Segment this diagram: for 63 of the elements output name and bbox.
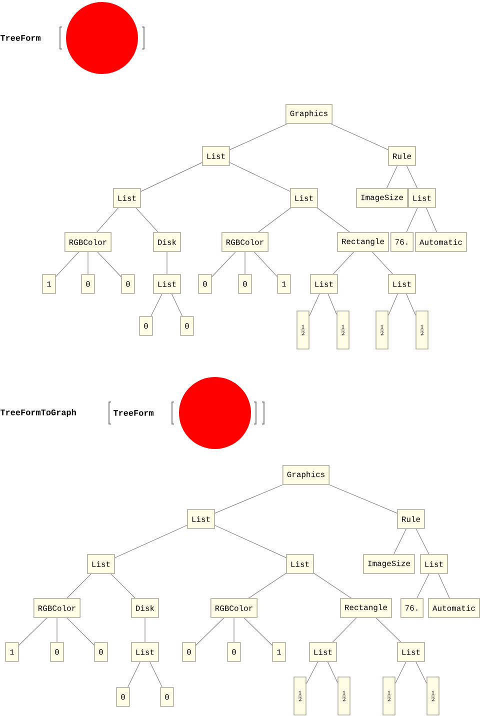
tree-edge <box>327 662 338 683</box>
tree-edge <box>230 124 288 150</box>
tree-edge <box>66 574 92 598</box>
tree-edge <box>314 573 352 598</box>
tree-edge <box>416 574 430 598</box>
tree-edge <box>140 162 202 192</box>
code-text: TreeForm <box>113 410 154 416</box>
tree-edge <box>195 618 224 646</box>
tree-edge <box>244 618 273 646</box>
tree-node-box: $\frac{1}{2}$ <box>376 310 388 350</box>
tree-edge <box>114 524 188 558</box>
tree-edge <box>150 662 162 688</box>
tree-edge <box>328 294 337 315</box>
tree-edge <box>416 528 430 554</box>
tree-edge <box>330 124 388 150</box>
tree-edge <box>372 252 394 274</box>
tree-edge <box>388 294 398 316</box>
tree-edge <box>18 618 48 646</box>
tree-edge <box>376 618 402 642</box>
tree-edge <box>306 662 318 684</box>
tree-node-box: $\frac{1}{2}$ <box>338 676 350 716</box>
tree-edge <box>309 294 320 316</box>
tree-edge <box>66 618 95 646</box>
tree-edge <box>258 208 292 232</box>
tree-edge <box>97 252 122 278</box>
tree-edge <box>136 208 158 232</box>
tree-edge <box>386 166 398 188</box>
tree-edge <box>406 208 418 232</box>
tree-edge <box>316 208 350 232</box>
tree-edge <box>214 484 283 514</box>
code-text: TreeFormToGraph <box>0 409 76 417</box>
tree-edge <box>332 618 357 642</box>
tree-edge <box>211 252 236 278</box>
tree-edge <box>55 252 80 277</box>
tree-edge <box>254 252 278 277</box>
tree-node-box: $\frac{1}{2}$ <box>426 676 440 716</box>
tree-edge <box>56 618 58 642</box>
tree-edge <box>214 525 286 558</box>
tree-edge <box>416 662 427 684</box>
tree-edge <box>144 618 146 642</box>
tree-edge <box>150 294 162 316</box>
tree-edge <box>394 528 406 554</box>
tree-edge <box>406 294 416 316</box>
tree-edge <box>244 252 246 274</box>
code-text: TreeForm <box>0 35 41 41</box>
tree-edge <box>395 662 406 684</box>
tree-edge <box>426 208 438 232</box>
tree-node-box: $\frac{1}{2}$ <box>382 676 396 716</box>
tree-node-box: $\frac{1}{2}$ <box>336 310 350 350</box>
tree-node-box: $\frac{1}{2}$ <box>296 310 310 350</box>
tree-edge <box>96 208 119 232</box>
tree-edge <box>438 574 450 598</box>
tree-edge <box>110 574 136 598</box>
tree-edge <box>406 166 418 188</box>
tree-edge <box>166 252 168 274</box>
tree-edge <box>171 294 183 316</box>
tree-edge <box>332 252 354 274</box>
tree-edge <box>230 162 290 192</box>
tree-node-box: $\frac{1}{2}$ <box>294 676 306 716</box>
tree-node-box: $\frac{1}{2}$ <box>416 310 428 350</box>
tree-edge <box>128 662 140 688</box>
tree-edge <box>329 484 398 514</box>
tree-edge <box>248 573 286 598</box>
